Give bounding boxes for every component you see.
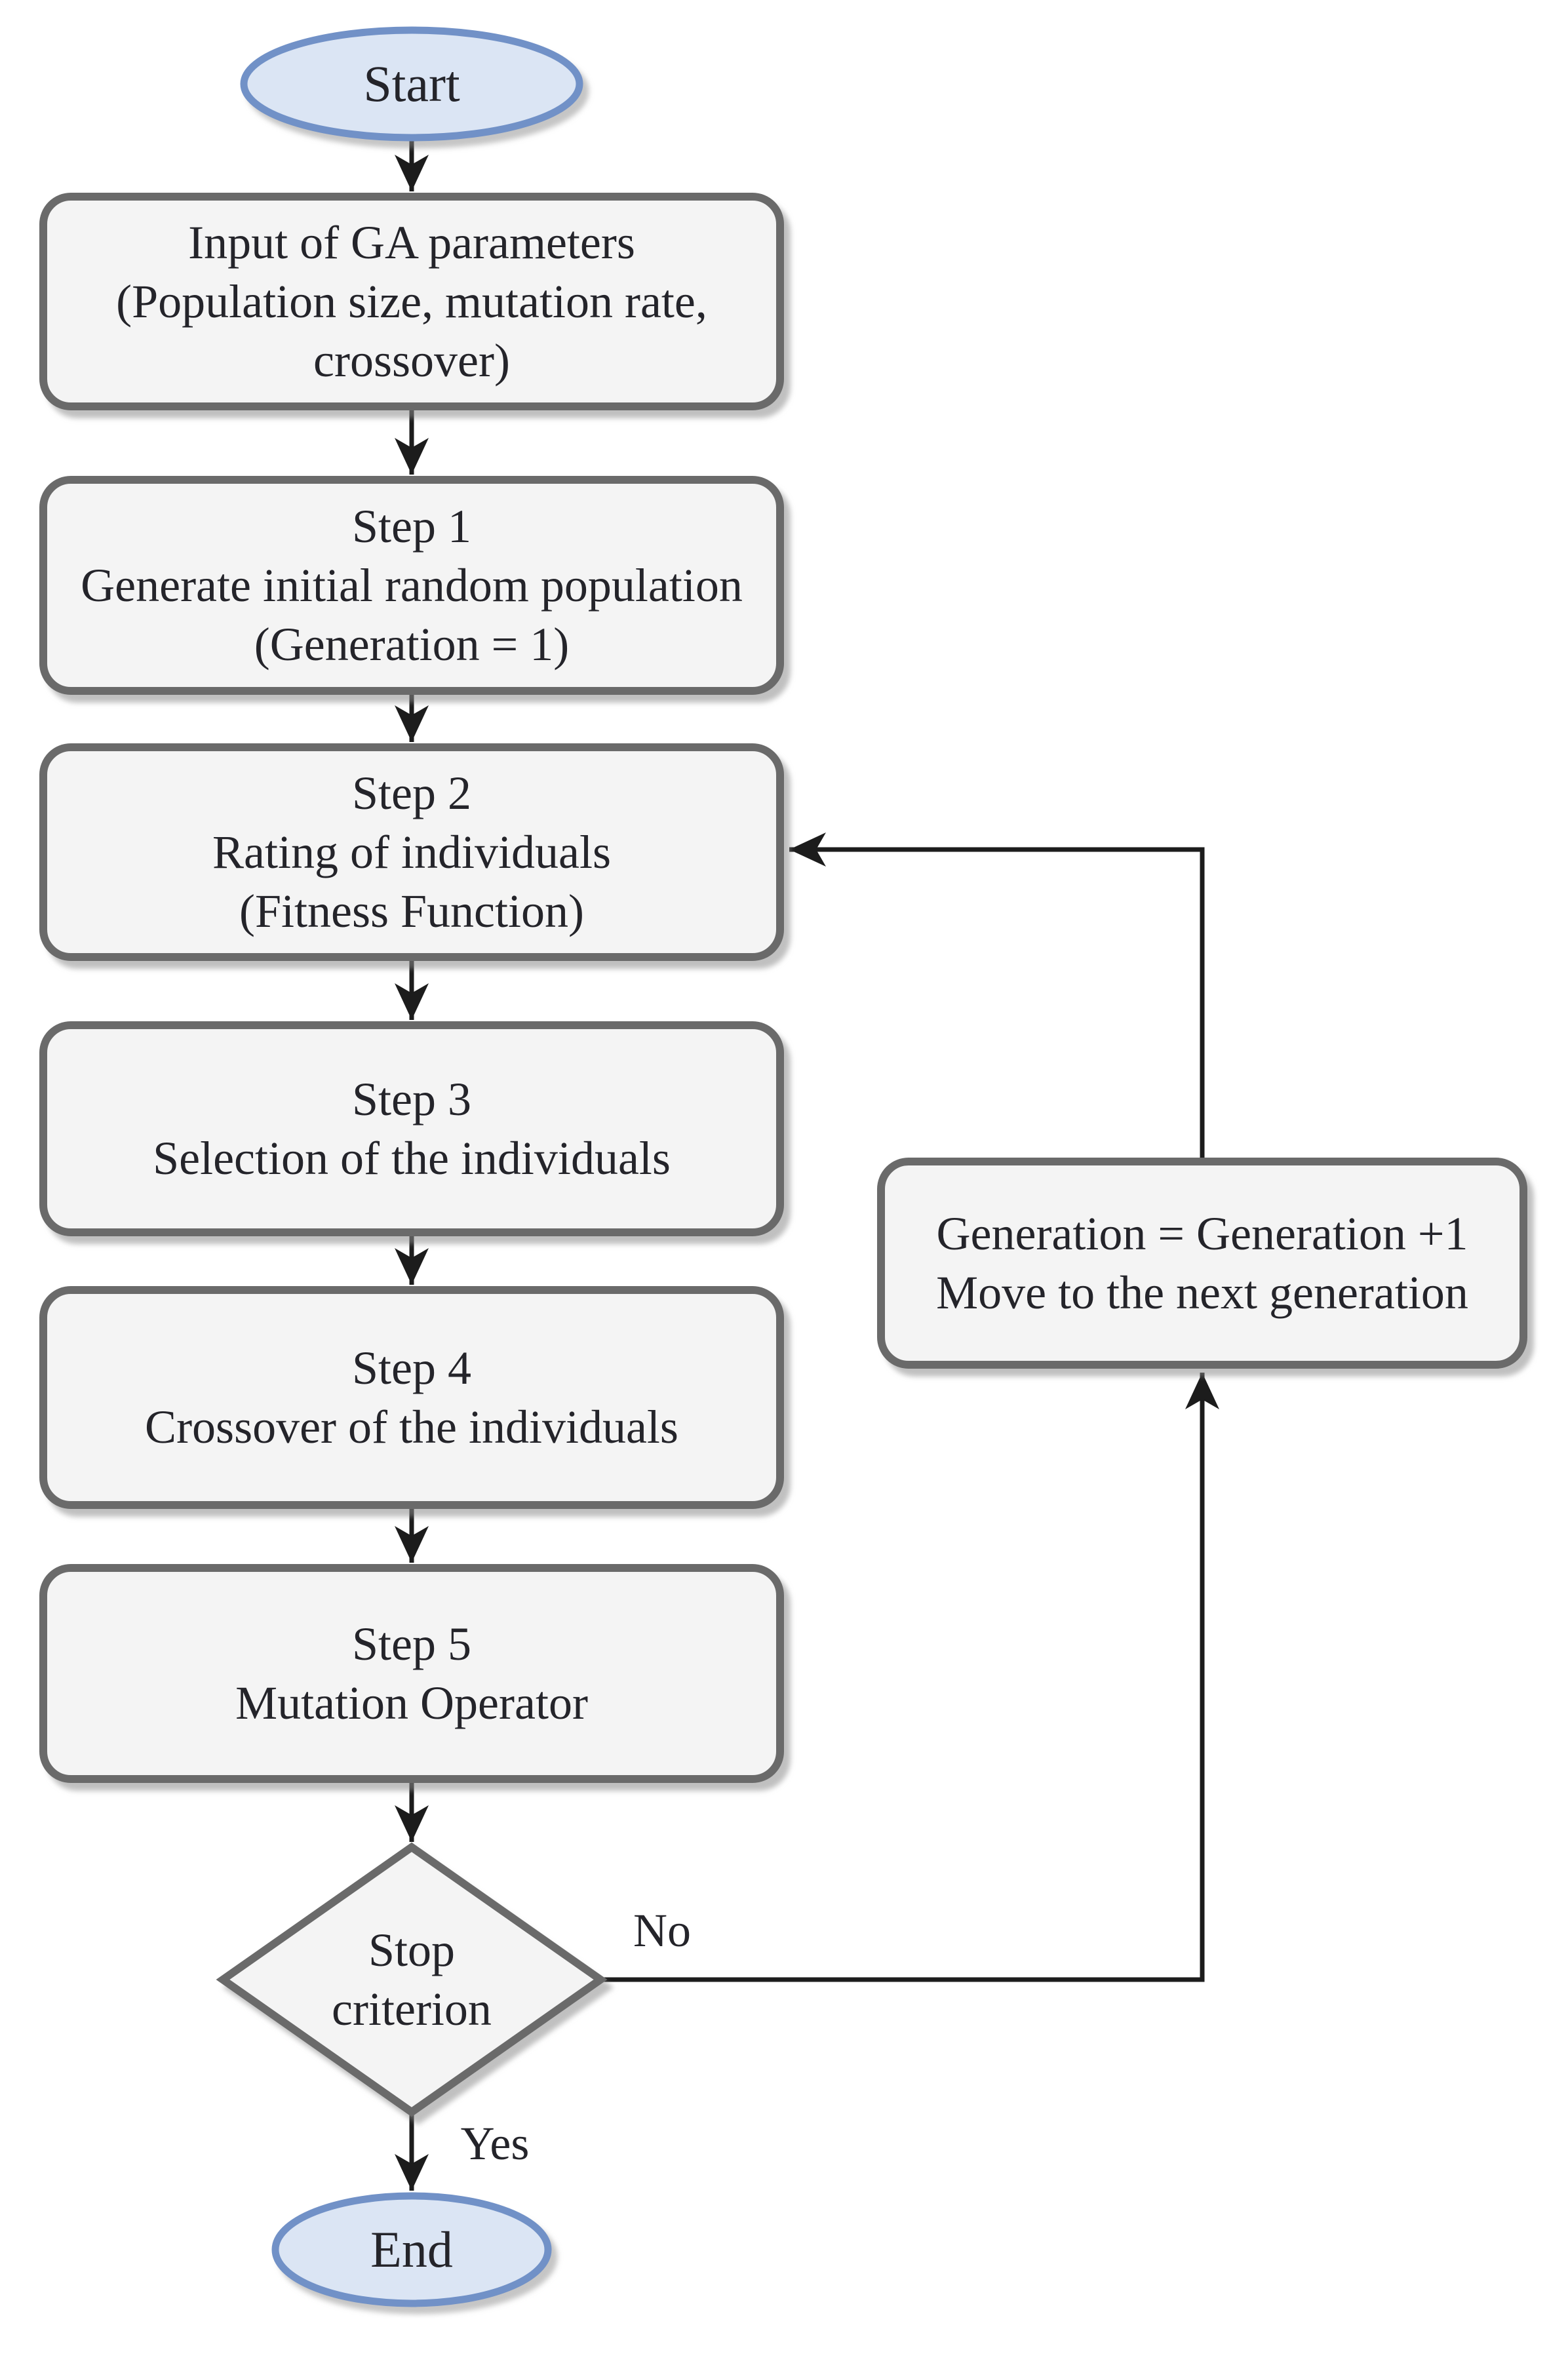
generation-process-shape xyxy=(877,1158,1527,1369)
start-terminator-shape xyxy=(240,26,583,142)
step2-process-shape xyxy=(39,743,784,961)
step4-process-shape xyxy=(39,1286,784,1509)
step5-process-shape xyxy=(39,1564,784,1783)
input-process-shape xyxy=(39,193,784,410)
end-terminator-shape xyxy=(271,2192,552,2307)
step3-process-shape xyxy=(39,1021,784,1236)
step1-process-shape xyxy=(39,476,784,695)
connector-generation-to-step2-loop xyxy=(789,832,1205,1162)
decision-diamond-shape xyxy=(216,1842,608,2117)
connector-decision-to-generation-no-branch xyxy=(600,1373,1219,1982)
